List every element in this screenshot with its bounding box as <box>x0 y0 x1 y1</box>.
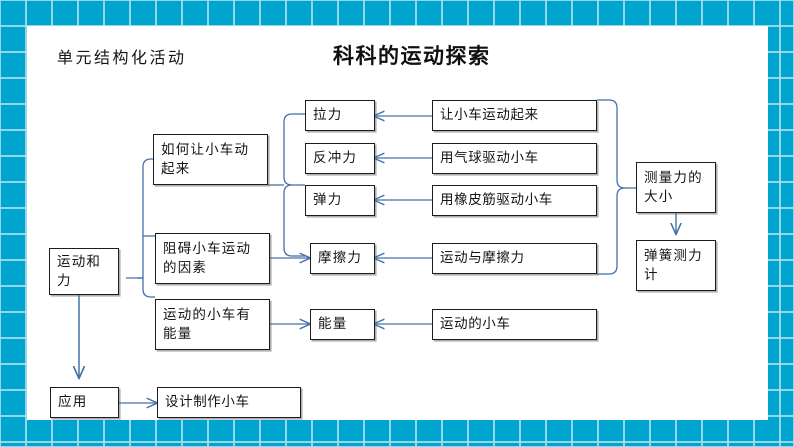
node-force-pull[interactable]: 拉力 <box>305 100 375 131</box>
node-spring-dynamometer[interactable]: 弹簧测力 计 <box>636 240 716 291</box>
node-lesson-make-car-move[interactable]: 让小车运动起来 <box>432 100 597 131</box>
node-energy-label: 能量 <box>318 316 348 333</box>
node-root[interactable]: 运动和 力 <box>49 248 119 295</box>
slide-canvas: 运动和 力 如何让小车动 起来 阻碍小车运动 的因素 运动的小车有 能量 应用 … <box>27 26 768 420</box>
node-energy[interactable]: 能量 <box>310 309 375 340</box>
slide-title: 科科的运动探索 <box>333 44 491 68</box>
node-application[interactable]: 应用 <box>50 387 119 418</box>
node-lesson-rubber-band-car-label: 用橡皮筋驱动小车 <box>440 192 553 209</box>
node-force-friction-label: 摩擦力 <box>318 250 363 267</box>
node-branch-resistance-factors-label: 阻碍小车运动 的因素 <box>163 241 252 276</box>
node-branch-resistance-factors[interactable]: 阻碍小车运动 的因素 <box>155 233 270 284</box>
slide-subtitle: 单元结构化活动 <box>57 48 187 67</box>
node-branch-moving-car-energy[interactable]: 运动的小车有 能量 <box>155 299 270 350</box>
node-force-friction[interactable]: 摩擦力 <box>310 243 375 274</box>
node-root-label: 运动和 力 <box>57 254 102 289</box>
node-application-label: 应用 <box>58 394 88 411</box>
node-measure-force[interactable]: 测量力的 大小 <box>636 162 716 213</box>
node-lesson-design-build-car[interactable]: 设计制作小车 <box>157 387 301 418</box>
node-force-elastic[interactable]: 弹力 <box>305 185 375 216</box>
node-branch-moving-car-energy-label: 运动的小车有 能量 <box>163 307 252 342</box>
node-lesson-make-car-move-label: 让小车运动起来 <box>440 107 539 124</box>
node-force-elastic-label: 弹力 <box>313 192 343 209</box>
node-lesson-moving-car-label: 运动的小车 <box>440 316 511 333</box>
node-measure-force-label: 测量力的 大小 <box>644 170 703 205</box>
node-force-recoil[interactable]: 反冲力 <box>305 143 375 174</box>
node-lesson-rubber-band-car[interactable]: 用橡皮筋驱动小车 <box>432 185 597 216</box>
node-lesson-moving-car[interactable]: 运动的小车 <box>432 309 597 340</box>
node-lesson-balloon-car[interactable]: 用气球驱动小车 <box>432 143 597 174</box>
node-lesson-balloon-car-label: 用气球驱动小车 <box>440 150 539 167</box>
node-spring-dynamometer-label: 弹簧测力 计 <box>644 248 703 283</box>
node-force-recoil-label: 反冲力 <box>313 150 358 167</box>
node-lesson-motion-and-friction-label: 运动与摩擦力 <box>440 250 525 267</box>
node-force-pull-label: 拉力 <box>313 107 343 124</box>
node-branch-how-to-move[interactable]: 如何让小车动 起来 <box>153 134 268 185</box>
connector-lines <box>27 99 768 420</box>
node-lesson-design-build-car-label: 设计制作小车 <box>165 394 250 411</box>
node-lesson-motion-and-friction[interactable]: 运动与摩擦力 <box>432 243 597 274</box>
node-branch-how-to-move-label: 如何让小车动 起来 <box>161 142 250 177</box>
